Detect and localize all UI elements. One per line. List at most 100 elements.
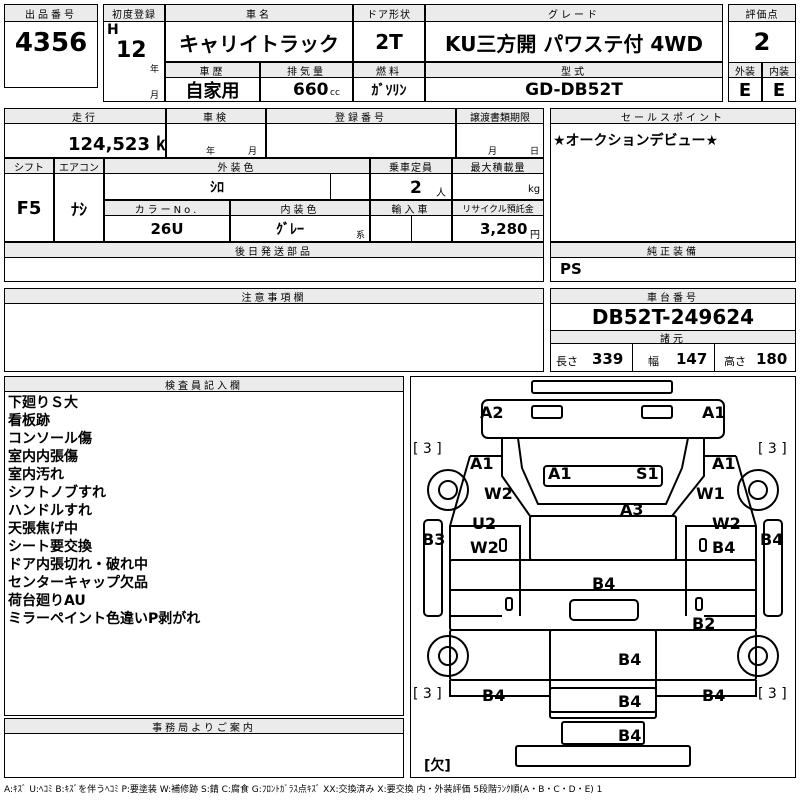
inspector-notes-cell [4, 376, 404, 716]
damage-b4-right-side: B4 [760, 530, 784, 549]
inspection-year-unit: 年 [206, 147, 216, 157]
damage-b4-bed-rear: B4 [618, 692, 642, 711]
mileage-header: 走行 [4, 108, 166, 124]
transfer-day-unit: 日 [530, 147, 540, 157]
chassis-number: DB52T-249624 [591, 305, 755, 329]
tire-front-right: [ 3 ] [758, 441, 787, 457]
car-name-header: 車名 [165, 4, 353, 22]
later-parts-header: 後日発送部品 [4, 242, 544, 258]
equipment-value: PS [560, 260, 582, 278]
fuel-header: 燃料 [353, 62, 425, 78]
office-info-header: 事務局よりご案内 [4, 718, 404, 734]
damage-b4-bed-front: B4 [592, 574, 616, 593]
exterior-color-header: 外装色 [104, 158, 370, 174]
aircon-header: エアコン [54, 158, 104, 174]
interior-rating: E [772, 79, 786, 101]
height: 180 [756, 350, 788, 368]
inspector-note: ハンドルすれ [8, 503, 92, 519]
score: 2 [753, 28, 771, 56]
damage-b4-tailgate: B4 [618, 726, 642, 745]
door-header: ドア形状 [353, 4, 425, 22]
import-divider [411, 216, 412, 242]
height-label: 高さ [724, 355, 746, 368]
inspector-note: コンソール傷 [8, 431, 92, 447]
displacement-header: 排気量 [260, 62, 353, 78]
damage-u2: U2 [472, 514, 497, 533]
damage-b3-left-side: B3 [422, 530, 446, 549]
inspector-note: 室内内張傷 [8, 449, 78, 465]
tire-front-left: [ 3 ] [413, 441, 442, 457]
color-number: 26U [150, 220, 184, 238]
displacement: 660 [293, 80, 329, 100]
sales-point-cell [550, 108, 796, 242]
capacity-unit: 人 [436, 188, 446, 199]
door-type: 2T [375, 30, 403, 54]
recycle-fee: 3,280 [480, 220, 528, 238]
month-unit: 月 [150, 91, 160, 101]
length-label: 長さ [556, 355, 578, 368]
exterior-rating-header: 外装 [728, 62, 762, 78]
max-load-unit: kg [528, 184, 541, 195]
shift: F5 [16, 197, 42, 219]
model: GD-DB52T [525, 80, 623, 100]
damage-b4-rear-left: B4 [482, 686, 506, 705]
tire-rear-left: [ 3 ] [413, 686, 442, 702]
tire-rear-right: [ 3 ] [758, 686, 787, 702]
width: 147 [676, 350, 708, 368]
interior-color-unit: 系 [356, 231, 366, 241]
damage-a1-right-fender: A1 [712, 454, 736, 473]
damage-s1: S1 [636, 464, 659, 483]
grade-header: グレード [425, 4, 723, 22]
damage-a2-front-left: A2 [480, 403, 504, 422]
damage-b4-bed-mid: B4 [618, 650, 642, 669]
model-header: 型式 [425, 62, 723, 78]
exterior-color: ｼﾛ [210, 180, 224, 196]
inspector-notes-header: 検査員記入欄 [4, 376, 404, 392]
capacity: 2 [410, 178, 422, 198]
score-header: 評価点 [728, 4, 796, 22]
shift-header: シフト [4, 158, 54, 174]
transfer-month-unit: 月 [488, 147, 498, 157]
inspector-note: シフトノブすれ [8, 485, 106, 501]
damage-w2-left: W2 [484, 484, 513, 503]
interior-rating-header: 内装 [762, 62, 796, 78]
mileage: 124,523 ㎞ [68, 134, 175, 155]
inspector-note: 下廻りＳ大 [8, 395, 78, 411]
capacity-header: 乗車定員 [370, 158, 452, 174]
color-number-header: カラーNo. [104, 200, 230, 216]
interior-color: ｸﾞﾚｰ [276, 222, 304, 238]
damage-a3: A3 [620, 500, 644, 519]
inspector-note: 天張焦げ中 [8, 521, 78, 537]
inspector-note: 看板跡 [8, 413, 50, 429]
era-letter: H [107, 22, 119, 38]
exterior-color-divider [330, 174, 331, 200]
year-unit: 年 [150, 65, 160, 75]
inspection-header: 車検 [166, 108, 266, 124]
first-registration-header: 初度登録 [103, 4, 165, 22]
dims-divider-1 [632, 344, 633, 372]
registration-year: 12 [116, 38, 147, 63]
dimensions-header: 諸元 [550, 330, 796, 344]
interior-color-header: 内装色 [230, 200, 370, 216]
lot-number: 4356 [14, 28, 88, 58]
damage-b2: B2 [692, 614, 716, 633]
chassis-header: 車台番号 [550, 288, 796, 304]
sales-point-header: セールスポイント [550, 108, 796, 124]
inspection-month-unit: 月 [248, 147, 258, 157]
history-header: 車歴 [165, 62, 260, 78]
fuel: ｶﾞｿﾘﾝ [371, 83, 407, 99]
damage-a1-roof: A1 [548, 464, 572, 483]
car-name: キャリイトラック [179, 31, 339, 56]
inspector-note: ドア内張切れ・破れ中 [8, 557, 148, 573]
inspector-notes-list: 下廻りＳ大看板跡コンソール傷室内内張傷室内汚れシフトノブすれハンドルすれ天張焦げ… [8, 394, 398, 628]
caution-header: 注意事項欄 [4, 288, 544, 304]
history: 自家用 [185, 81, 240, 102]
exterior-rating: E [738, 79, 752, 101]
max-load-header: 最大積載量 [452, 158, 544, 174]
inspector-note: 室内汚れ [8, 467, 64, 483]
damage-a1-left-fender: A1 [470, 454, 494, 473]
inspector-note: シート要交換 [8, 539, 92, 555]
truck-diagram [423, 380, 783, 767]
width-label: 幅 [648, 355, 659, 368]
lot-number-header: 出品番号 [4, 4, 98, 22]
